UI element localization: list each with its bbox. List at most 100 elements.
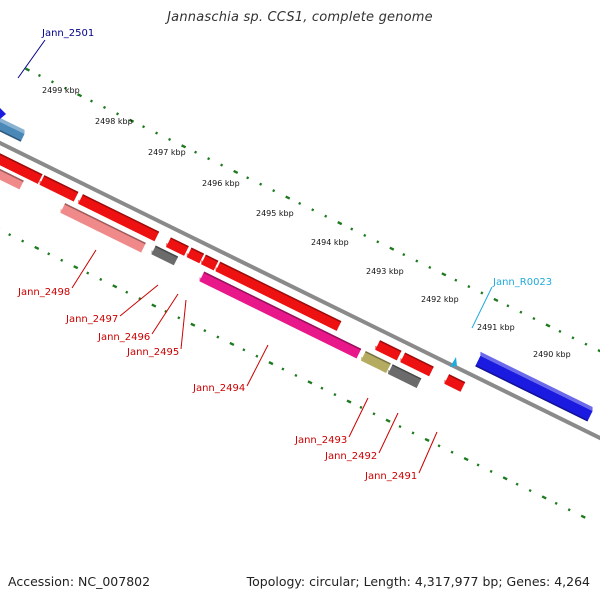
gene-jann-2501-edge bbox=[0, 129, 22, 142]
gene-pink-1-edge bbox=[0, 168, 24, 182]
gene-jann-2498 bbox=[60, 203, 146, 253]
gene-jann-2501-top bbox=[0, 117, 25, 134]
inner-tick bbox=[450, 450, 454, 454]
inner-tick bbox=[268, 361, 274, 366]
gene-jann-2497 bbox=[166, 237, 189, 256]
inner-tick bbox=[307, 380, 313, 385]
gene-jann-2495a bbox=[186, 247, 205, 264]
scale-label: 2491 kbp bbox=[477, 323, 515, 332]
outer-tick bbox=[115, 112, 120, 116]
scale-label: 2495 kbp bbox=[256, 209, 294, 218]
scale-label: 2492 kbp bbox=[421, 295, 459, 304]
outer-tick bbox=[584, 342, 588, 346]
gene-blue-forward-edge bbox=[475, 364, 589, 422]
outer-tick bbox=[129, 118, 135, 123]
gene-label: Jann_2494 bbox=[192, 383, 245, 394]
outer-tick bbox=[363, 233, 367, 237]
gene-jann-2492 bbox=[400, 352, 434, 377]
inner-tick bbox=[242, 348, 246, 352]
inner-tick bbox=[554, 501, 558, 505]
gene-jann-2494-edge bbox=[203, 271, 362, 351]
inner-tick bbox=[463, 457, 469, 462]
gene-red-long-edge bbox=[219, 261, 342, 323]
inner-tick bbox=[151, 303, 157, 308]
gene-jann-2501 bbox=[0, 117, 25, 142]
outer-tick bbox=[155, 131, 159, 135]
outer-tick bbox=[558, 329, 562, 333]
gene-label: Jann_2497 bbox=[65, 314, 118, 325]
gene-red-2 bbox=[39, 175, 79, 202]
gene-red-long bbox=[215, 261, 342, 331]
inner-tick bbox=[177, 316, 181, 320]
inner-tick bbox=[255, 354, 259, 358]
inner-tick bbox=[86, 271, 90, 275]
outer-tick bbox=[194, 150, 198, 154]
inner-tick bbox=[190, 322, 196, 327]
inner-tick bbox=[580, 514, 586, 519]
label-leader-line bbox=[418, 431, 438, 474]
gene-jann-2491 bbox=[444, 374, 466, 392]
gene-red-3 bbox=[78, 194, 160, 242]
label-leader-line bbox=[17, 39, 46, 79]
map-title: Jannaschia sp. CCS1, complete genome bbox=[167, 10, 433, 25]
inner-tick bbox=[515, 482, 519, 486]
gene-jann-2495b-edge bbox=[205, 254, 219, 263]
gene-jann-2497-edge bbox=[170, 237, 189, 248]
gene-jann-2497-body bbox=[166, 238, 189, 256]
gene-labels: Jann_2501Jann_2498Jann_2497Jann_2496Jann… bbox=[17, 28, 552, 482]
inner-tick bbox=[528, 489, 532, 493]
label-leader-line bbox=[71, 249, 97, 289]
inner-tick bbox=[216, 335, 220, 339]
scale-label: 2499 kbp bbox=[42, 86, 80, 95]
outer-tick bbox=[415, 259, 419, 263]
inner-tick bbox=[489, 469, 493, 473]
gene-jann-2492-body bbox=[400, 353, 434, 377]
scale-label: 2493 kbp bbox=[366, 267, 404, 276]
inner-tick bbox=[73, 265, 79, 270]
outer-tick bbox=[37, 73, 41, 78]
inner-tick bbox=[372, 412, 376, 416]
inner-tick bbox=[281, 367, 285, 371]
inner-tick bbox=[385, 418, 391, 423]
outer-tick bbox=[63, 86, 67, 90]
inner-tick bbox=[502, 476, 508, 481]
outer-tick bbox=[493, 297, 499, 302]
gene-jann-2494-body bbox=[199, 272, 361, 359]
gene-grey-2-body bbox=[387, 364, 422, 388]
inner-tick bbox=[112, 284, 118, 289]
inner-tick bbox=[333, 393, 337, 397]
gene-jann-2491-body bbox=[444, 374, 465, 392]
gene-blue-forward bbox=[475, 351, 593, 422]
gene-jann-2493 bbox=[375, 340, 402, 361]
outer-tick bbox=[402, 253, 406, 257]
gene-label: Jann_2491 bbox=[364, 471, 417, 482]
gene-label: Jann_2501 bbox=[41, 28, 94, 39]
gene-label: Jann_R0023 bbox=[492, 277, 552, 288]
gene-olive-edge bbox=[365, 350, 391, 365]
gene-jann-2494 bbox=[199, 271, 362, 359]
gene-red-1 bbox=[0, 153, 43, 184]
gene-label: Jann_2496 bbox=[97, 332, 150, 343]
inner-tick bbox=[476, 463, 480, 467]
scale-label: 2494 kbp bbox=[311, 238, 349, 247]
gene-label: Jann_2498 bbox=[17, 287, 70, 298]
gene-pink-1-body bbox=[0, 169, 24, 190]
genome-summary-text: Topology: circular; Length: 4,317,977 bp… bbox=[246, 574, 590, 589]
gene-jann-2493-edge bbox=[379, 340, 402, 353]
inner-tick bbox=[437, 444, 441, 448]
backbone bbox=[0, 140, 600, 441]
inner-tick bbox=[21, 239, 25, 243]
inner-tick bbox=[541, 495, 547, 500]
inner-tick bbox=[8, 233, 12, 237]
label-leader-line bbox=[119, 284, 159, 317]
outer-tick bbox=[480, 291, 484, 295]
outer-tick bbox=[311, 208, 315, 212]
outer-tick bbox=[337, 221, 343, 226]
label-leader-line bbox=[151, 293, 179, 335]
outer-tick bbox=[454, 278, 458, 282]
outer-tick bbox=[441, 272, 447, 277]
inner-tick bbox=[203, 329, 207, 333]
gene-features bbox=[0, 108, 593, 422]
gene-jann-2495a-body bbox=[186, 248, 204, 264]
